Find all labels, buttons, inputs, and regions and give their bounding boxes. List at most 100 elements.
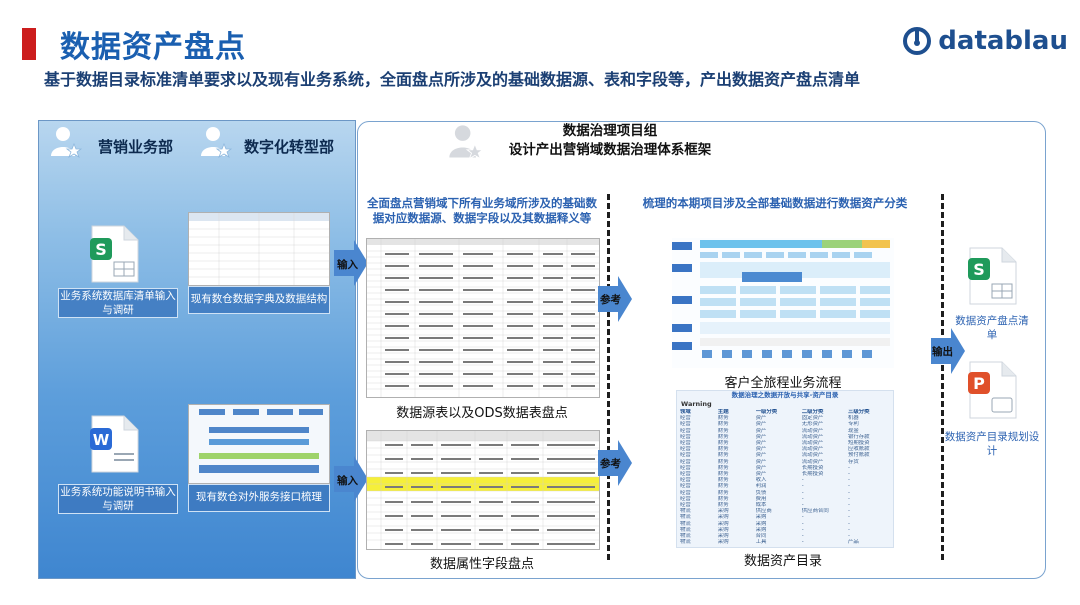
catalog-header-row: 领域主题一级分类二级分类三级分类 <box>680 409 890 415</box>
catalog-cell: - <box>801 502 804 509</box>
person-icon <box>449 125 484 160</box>
catalog-cell: - <box>801 526 804 533</box>
catalog-cell: 经营 <box>680 489 691 496</box>
catalog-cell: - <box>847 502 850 509</box>
catalog-row: 经营财务收入-- <box>680 477 890 483</box>
catalog-cell: 经营 <box>680 440 691 447</box>
catalog-cell: 短期投资 <box>847 440 870 447</box>
catalog-cell: 经营 <box>680 502 691 509</box>
catalog-cell: 经营 <box>680 415 691 422</box>
catalog-cell: 资产 <box>755 427 767 434</box>
catalog-cell: 现金 <box>847 427 859 434</box>
output-arrow-icon <box>931 328 965 374</box>
field-attributes-spreadsheet <box>366 430 600 550</box>
catalog-cell: 资产 <box>755 421 767 428</box>
catalog-row: 物流采购采购-- <box>680 514 890 520</box>
catalog-cell: - <box>847 514 850 521</box>
catalog-cell: 采购 <box>717 526 729 533</box>
catalog-row: 经营财务资产流动资产预付账款 <box>680 452 890 458</box>
catalog-cell: 工具 <box>755 539 767 546</box>
input-arrow-icon <box>334 456 368 502</box>
catalog-cell: 经营 <box>680 433 691 440</box>
catalog-cell: - <box>847 520 850 527</box>
catalog-cell: - <box>847 464 850 471</box>
person-icon <box>51 127 83 158</box>
datablau-logo: datablau <box>902 26 1068 56</box>
catalog-cell: 资产 <box>755 446 767 453</box>
input-label-2: 输入 <box>337 475 358 487</box>
catalog-cell: 流动资产 <box>801 458 824 465</box>
catalog-cell: 资产 <box>755 440 767 447</box>
data-dictionary-thumbnail <box>188 212 330 286</box>
catalog-cell: 资产 <box>755 433 767 440</box>
catalog-cell: 流动资产 <box>801 440 824 447</box>
catalog-row: 经营财务资产固定资产机器 <box>680 415 890 421</box>
word-document-icon: W <box>90 415 139 473</box>
catalog-cell: - <box>801 533 804 540</box>
catalog-cell: 财务 <box>717 477 729 484</box>
catalog-cell: - <box>847 508 850 515</box>
catalog-row: 物流采购工具-产品 <box>680 539 890 545</box>
catalog-cell: 财务 <box>717 452 729 459</box>
catalog-cell: 存货 <box>847 458 859 465</box>
catalog-cell: 财务 <box>717 433 729 440</box>
svg-text:S: S <box>973 260 985 279</box>
catalog-cell: 采购 <box>755 526 767 533</box>
catalog-title: 数据治理之数据开放与共享-资产目录 <box>731 391 839 399</box>
title-accent-bar <box>22 28 36 60</box>
catalog-cell: 一级分类 <box>755 409 778 415</box>
catalog-cell: 流动资产 <box>801 446 824 453</box>
catalog-cell: - <box>847 477 850 484</box>
source-tables-spreadsheet <box>366 238 600 398</box>
catalog-cell: 专利 <box>847 421 859 428</box>
catalog-cell: 产品 <box>847 539 859 546</box>
col2-heading: 梳理的本期项目涉及全部基础数据进行数据资产分类 <box>642 196 908 210</box>
catalog-cell: 财务 <box>717 471 729 478</box>
catalog-row: 物流采购合同-- <box>680 533 890 539</box>
catalog-cell: 采购 <box>717 539 729 546</box>
catalog-cell: 经营 <box>680 483 691 490</box>
catalog-cell: 财务 <box>717 495 729 502</box>
catalog-cell: 财务 <box>717 446 729 453</box>
catalog-cell: 物流 <box>680 533 691 540</box>
catalog-row: 物流采购供应商供应商合同- <box>680 508 890 514</box>
catalog-cell: 资产 <box>755 471 767 478</box>
catalog-row: 经营 财务 资产 流动资产 银行存款 <box>680 434 890 440</box>
catalog-cell: - <box>847 483 850 490</box>
catalog-cell: 流动资产 <box>801 433 824 440</box>
catalog-cell: 物流 <box>680 514 691 521</box>
catalog-row: 物流采购采购-- <box>680 521 890 527</box>
catalog-cell: 资产 <box>755 452 767 459</box>
catalog-row: 经营财务资产流动资产现金 <box>680 428 890 434</box>
catalog-row: 经营财务利润-- <box>680 483 890 489</box>
catalog-cell: 费用 <box>755 495 767 502</box>
catalog-cell: 应收账款 <box>847 446 870 453</box>
col2-caption1: 客户全旅程业务流程 <box>724 376 842 391</box>
catalog-cell: 供应商合同 <box>801 508 829 515</box>
logo-text: datablau <box>938 26 1068 56</box>
catalog-cell: 财务 <box>717 464 729 471</box>
catalog-cell: - <box>847 533 850 540</box>
col2-caption2: 数据资产目录 <box>743 554 822 569</box>
catalog-cell: 物流 <box>680 520 691 527</box>
catalog-cell: 财务 <box>717 502 729 509</box>
catalog-cell: 领域 <box>680 409 691 415</box>
catalog-cell: 物流 <box>680 539 691 546</box>
divider-line <box>941 194 944 560</box>
catalog-cell: 银行存款 <box>847 433 870 440</box>
catalog-row: 经营财务资产流动资产存货 <box>680 459 890 465</box>
catalog-cell: 采购 <box>717 508 729 515</box>
catalog-row: 经营财务资产流动资产短期投资 <box>680 440 890 446</box>
catalog-cell: 财务 <box>717 415 729 422</box>
dept-marketing: 营销业务部 <box>98 138 174 156</box>
catalog-cell: 采购 <box>717 533 729 540</box>
catalog-cell: - <box>847 526 850 533</box>
catalog-cell: 供应商 <box>755 508 772 515</box>
caption-function-spec: 业务系统功能说明书输入与调研 <box>58 484 178 514</box>
page-subtitle: 基于数据目录标准清单要求以及现有业务系统，全面盘点所涉及的基础数据源、表和字段等… <box>44 70 861 89</box>
service-interface-thumbnail <box>188 404 330 484</box>
catalog-cell: 经营 <box>680 471 691 478</box>
catalog-cell: 经营 <box>680 427 691 434</box>
catalog-cell: 三级分类 <box>847 409 870 415</box>
customer-journey-diagram <box>672 238 894 368</box>
